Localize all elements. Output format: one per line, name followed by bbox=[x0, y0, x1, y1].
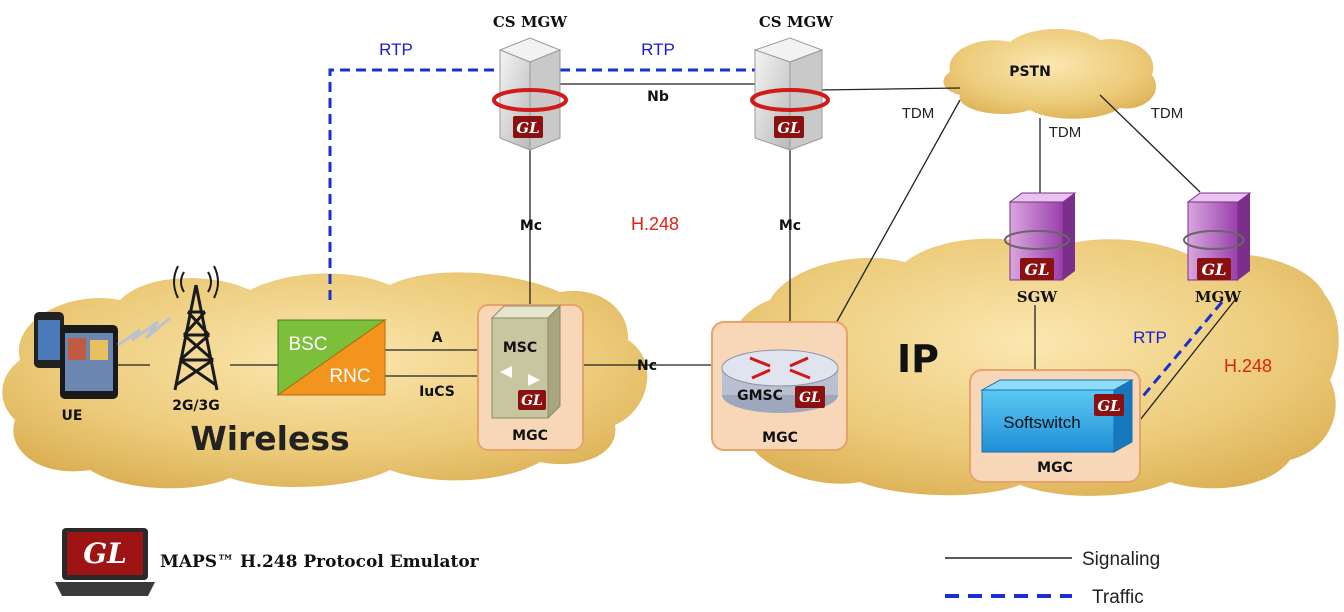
cs-mgw-left[interactable]: GL CS MGW bbox=[492, 13, 568, 151]
svg-text:GL: GL bbox=[777, 119, 800, 137]
gl-badge-icon bbox=[1020, 258, 1054, 280]
nc-label: Nc bbox=[637, 358, 657, 374]
pstn-mgw-link bbox=[1099, 94, 1201, 193]
svg-text:GL: GL bbox=[1025, 260, 1050, 279]
wireless-signal-icon bbox=[117, 316, 171, 347]
gl-badge-icon bbox=[513, 116, 543, 138]
router-arrows-icon bbox=[749, 356, 811, 380]
gl-badge-icon bbox=[1094, 394, 1124, 416]
legend: Signaling Traffic bbox=[945, 549, 1160, 608]
rnc-label: RNC bbox=[329, 366, 370, 387]
gmsc-label: GMSC bbox=[737, 388, 783, 404]
traffic-lines bbox=[328, 68, 1224, 415]
wireless-label: Wireless bbox=[190, 419, 349, 458]
h248-center-label: H.248 bbox=[631, 214, 679, 234]
sgw-label: SGW bbox=[1017, 288, 1059, 306]
tower-label: 2G/3G bbox=[172, 398, 220, 414]
svg-text:GL: GL bbox=[516, 119, 539, 137]
svg-text:GL: GL bbox=[521, 393, 543, 409]
mc-right-label: Mc bbox=[779, 218, 801, 234]
h248-right-label: H.248 bbox=[1224, 356, 1272, 376]
pstn-cloud: PSTN bbox=[943, 28, 1157, 119]
cs-mgw-left-label: CS MGW bbox=[493, 13, 568, 31]
cs-mgw-right[interactable]: GL CS MGW bbox=[750, 13, 834, 151]
gl-badge-icon bbox=[1197, 258, 1231, 280]
pstn-label: PSTN bbox=[1009, 64, 1051, 80]
mgc-right-label: MGC bbox=[1037, 460, 1073, 476]
mgw-softswitch-h248-link bbox=[1139, 299, 1236, 421]
mgw-node[interactable]: GL MGW bbox=[1183, 192, 1252, 306]
bsc-label: BSC bbox=[288, 334, 327, 355]
traffic-legend-label: Traffic bbox=[1092, 587, 1144, 608]
tdm-right-label: TDM bbox=[1151, 105, 1184, 122]
rtp-top-label: RTP bbox=[641, 40, 675, 59]
gl-badge-icon bbox=[774, 116, 804, 138]
a-label: A bbox=[432, 330, 443, 346]
gmsc-pstn-link bbox=[834, 99, 961, 326]
antenna-tower-icon bbox=[173, 284, 219, 391]
sgw-node[interactable]: GL SGW bbox=[1004, 192, 1077, 306]
msc-label: MSC bbox=[503, 340, 537, 356]
switch-arrows-icon bbox=[500, 366, 540, 386]
mgw-pstn-link bbox=[819, 87, 961, 91]
svg-text:GL: GL bbox=[799, 390, 821, 406]
rtp-left-traffic bbox=[328, 68, 500, 300]
tdm-left-label: TDM bbox=[902, 105, 935, 122]
gl-badge-icon bbox=[795, 386, 825, 408]
ip-label: IP bbox=[897, 337, 939, 381]
mc-left-label: Mc bbox=[520, 218, 542, 234]
rtp-left-label: RTP bbox=[379, 40, 413, 59]
mgw-label: MGW bbox=[1195, 288, 1242, 306]
ue-label: UE bbox=[62, 408, 83, 424]
softswitch-label: Softswitch bbox=[1003, 413, 1080, 432]
signaling-legend-label: Signaling bbox=[1082, 549, 1160, 570]
svg-text:GL: GL bbox=[1097, 397, 1120, 415]
msc-mgc-node[interactable]: MSC GL MGC bbox=[477, 304, 584, 451]
cell-tower[interactable]: 2G/3G bbox=[172, 265, 220, 414]
rtp-right-traffic bbox=[1126, 301, 1224, 415]
product-title: MAPS™ H.248 Protocol Emulator bbox=[160, 552, 480, 572]
product-logo: GL bbox=[55, 528, 155, 596]
ue-devices[interactable]: UE bbox=[34, 312, 118, 424]
rtp-right-label: RTP bbox=[1133, 328, 1167, 347]
iucs-label: IuCS bbox=[419, 384, 455, 400]
signaling-lines bbox=[112, 83, 1236, 421]
nb-label: Nb bbox=[647, 89, 669, 105]
svg-text:GL: GL bbox=[1202, 260, 1227, 279]
gmsc-mgc-node[interactable]: GMSC GL MGC bbox=[711, 321, 848, 451]
ip-cloud bbox=[720, 238, 1339, 496]
mgc-center-label: MGC bbox=[762, 430, 798, 446]
tdm-mid-label: TDM bbox=[1049, 124, 1082, 141]
softswitch-mgc-node[interactable]: Softswitch GL MGC bbox=[969, 369, 1141, 483]
mgc-left-label: MGC bbox=[512, 428, 548, 444]
laptop-gl-logo-icon: GL bbox=[83, 537, 127, 570]
gl-badge-icon bbox=[518, 390, 546, 410]
bsc-rnc-node[interactable]: BSC RNC bbox=[276, 319, 387, 396]
cs-mgw-right-label: CS MGW bbox=[759, 13, 834, 31]
